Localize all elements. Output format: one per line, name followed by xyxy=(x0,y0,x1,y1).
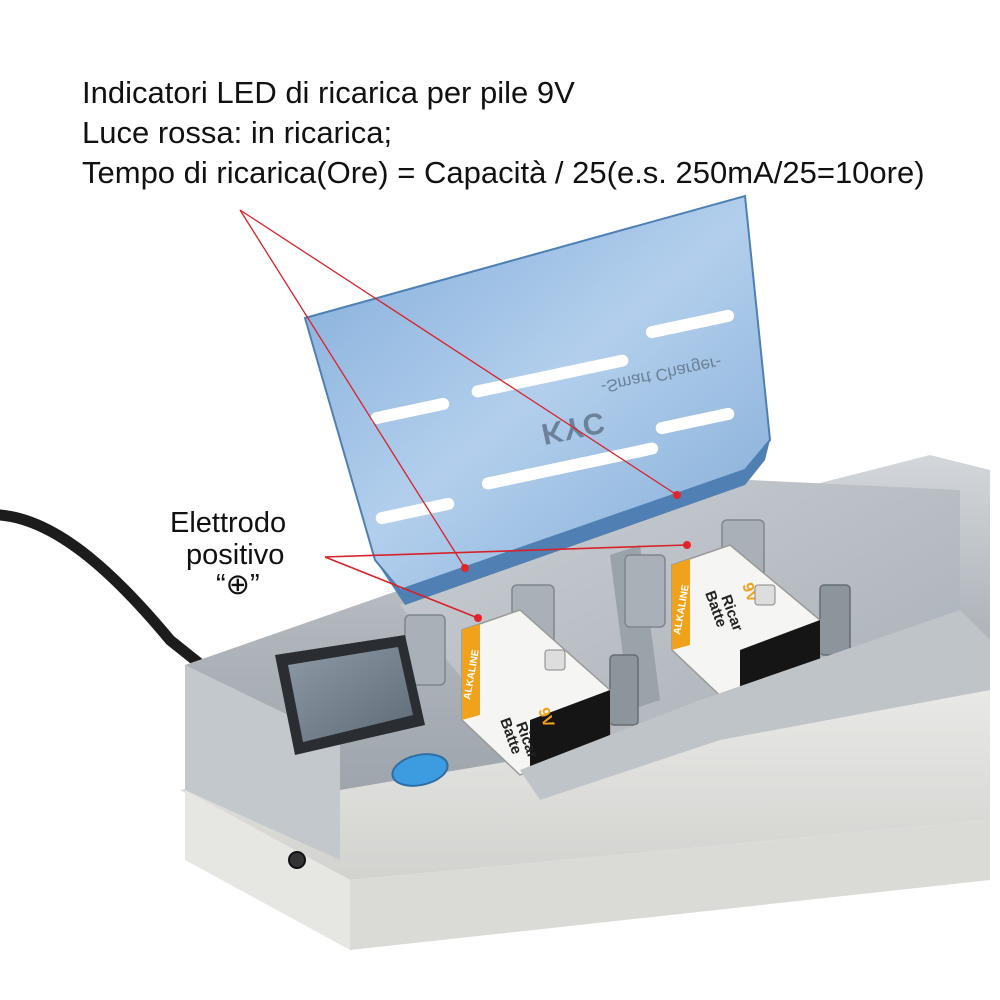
dc-jack-icon xyxy=(288,851,306,869)
lcd-screen xyxy=(288,647,413,742)
caption-charge-time: Tempo di ricarica(Ore) = Capacità / 25(e… xyxy=(82,155,925,190)
callout-line-led-right xyxy=(239,209,678,496)
callout-line-positive-left xyxy=(324,556,479,619)
lid-vent-slot xyxy=(370,397,450,425)
terminal-clip xyxy=(819,584,851,656)
positive-symbol-icon: “⊕” xyxy=(216,569,260,601)
contact-plate xyxy=(624,554,666,628)
lid-vent-slot xyxy=(655,407,735,435)
battery-9v-left: ALKALINE Batte Ricar 9V xyxy=(461,609,611,776)
callout-label-line1: Elettrodo xyxy=(170,507,287,539)
recycle-icon xyxy=(544,649,566,671)
battery-9v-right: ALKALINE Batte Ricar 9V xyxy=(671,544,821,706)
callout-line-led-left xyxy=(239,209,466,569)
compartment-front-lip xyxy=(520,610,990,800)
power-cable xyxy=(0,509,211,674)
callout-label-line2: positivo xyxy=(186,539,285,571)
mode-button[interactable] xyxy=(389,750,450,791)
lid-vent-slot xyxy=(375,497,455,525)
lid-vent-slot xyxy=(645,309,735,339)
charger-base-side xyxy=(350,820,990,950)
charger-body-front xyxy=(185,665,340,860)
terminal-clip xyxy=(609,654,639,726)
caption-red-light: Luce rossa: in ricarica; xyxy=(82,115,393,150)
battery-voltage: 9V xyxy=(534,706,557,731)
charger-base-front xyxy=(185,790,350,950)
recycle-icon xyxy=(754,584,776,606)
caption-led-indicators: Indicatori LED di ricarica per pile 9V xyxy=(82,75,575,110)
callout-line-positive-right xyxy=(324,544,688,558)
